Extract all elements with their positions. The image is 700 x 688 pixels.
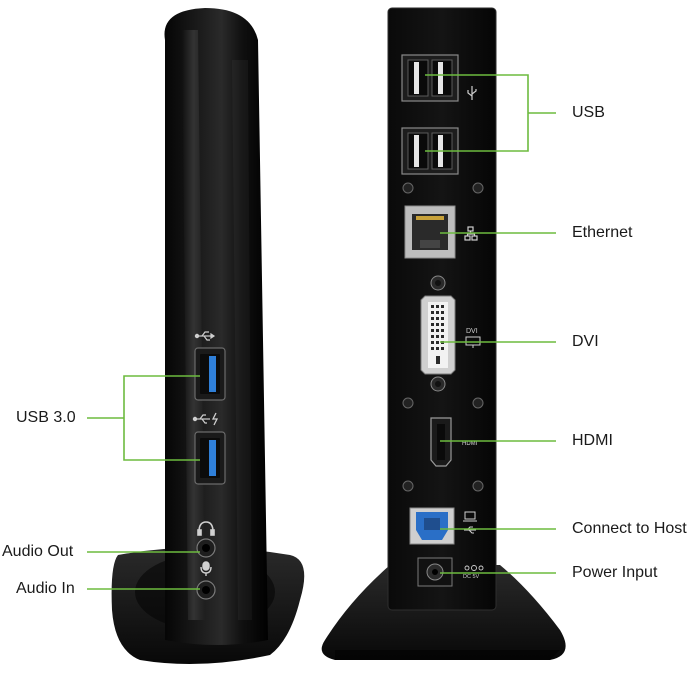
usb-port-group-top bbox=[401, 54, 459, 102]
usb3-port-1 bbox=[194, 347, 226, 401]
host-usb-b-port bbox=[409, 507, 455, 545]
usb-icon bbox=[194, 331, 216, 341]
back-stand bbox=[321, 565, 566, 660]
dc-marking: DC 5V bbox=[463, 574, 480, 580]
ethernet-port bbox=[404, 205, 456, 259]
label-usb: USB bbox=[572, 104, 605, 121]
laptop-icon bbox=[463, 511, 477, 522]
microphone-icon bbox=[200, 561, 212, 576]
dc-polarity-icon bbox=[464, 565, 484, 571]
monitor-icon bbox=[465, 336, 481, 348]
audio-out-jack bbox=[196, 538, 216, 558]
label-ethernet: Ethernet bbox=[572, 224, 633, 241]
label-connect-to-host: Connect to Host bbox=[572, 520, 687, 537]
usb3-port-2 bbox=[194, 431, 226, 485]
hdmi-marking: HDMI bbox=[462, 441, 478, 447]
label-audio-out: Audio Out bbox=[2, 543, 74, 560]
label-hdmi: HDMI bbox=[572, 432, 613, 449]
headphones-icon bbox=[197, 521, 215, 536]
label-audio-in: Audio In bbox=[16, 580, 75, 597]
hdmi-port bbox=[430, 417, 452, 467]
usb-icon bbox=[467, 86, 477, 100]
back-unit: DVI HDMI bbox=[321, 7, 566, 660]
callout-lines bbox=[87, 74, 556, 590]
dvi-marking: DVI bbox=[466, 328, 478, 335]
label-power-input: Power Input bbox=[572, 564, 658, 581]
front-unit bbox=[111, 8, 305, 664]
label-dvi: DVI bbox=[572, 333, 599, 350]
network-icon bbox=[464, 226, 478, 241]
dvi-port bbox=[420, 295, 456, 375]
usb-ss-icon bbox=[192, 412, 219, 426]
label-usb30: USB 3.0 bbox=[16, 409, 76, 426]
audio-in-jack bbox=[196, 580, 216, 600]
front-body bbox=[164, 8, 268, 645]
dc-power-jack bbox=[417, 557, 453, 587]
